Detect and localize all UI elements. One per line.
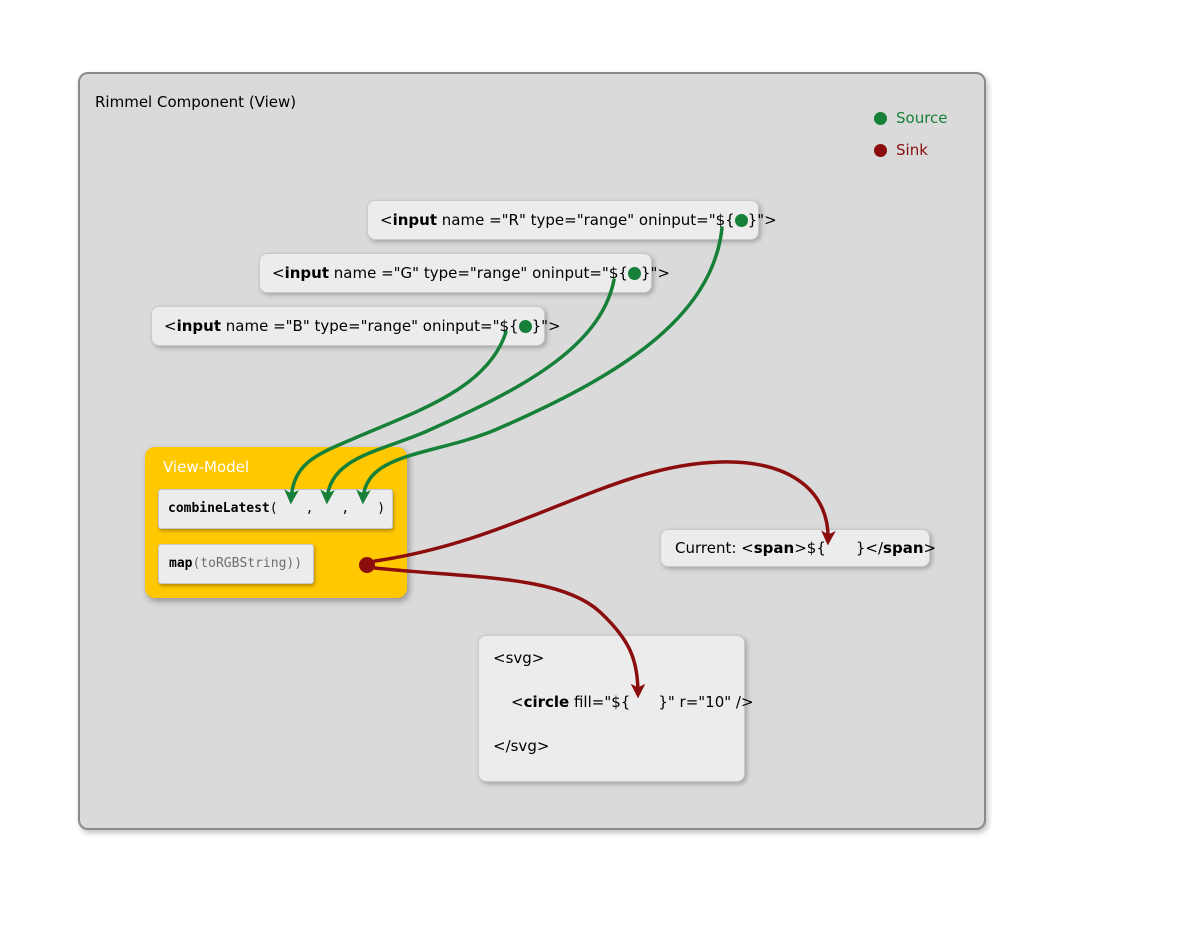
legend-sink-label: Sink [896, 141, 928, 159]
code-tag: span [753, 539, 795, 557]
legend: Source Sink [874, 109, 948, 174]
code-text: name ="R" type="range" oninput="${ [437, 211, 735, 229]
input-tag-r-box: <input name ="R" type="range" oninput="$… [367, 200, 777, 240]
code-text: >${ [794, 539, 826, 557]
sink-port-icon [359, 557, 375, 573]
code-tag: span [883, 539, 924, 557]
code-text: < [511, 693, 524, 711]
input-tag-b-box: <input name ="B" type="range" oninput="$… [151, 306, 561, 346]
source-port-g-icon [627, 267, 641, 280]
code-text: (toRGBString)) [192, 556, 303, 571]
code-fn: combineLatest [168, 501, 270, 516]
code-text: < [164, 317, 177, 335]
code-fn: map [169, 556, 193, 571]
code-text: name ="B" type="range" oninput="${ [221, 317, 519, 335]
frame-title: Rimmel Component (View) [95, 93, 297, 111]
svg-close-line: </svg> [493, 737, 550, 755]
code-text: , [341, 501, 350, 516]
circle-line: <circle fill="${ }" r="10" /> [511, 693, 754, 711]
code-text: name ="G" type="range" oninput="${ [329, 264, 628, 282]
view-model-box: View-Model combineLatest(,,) map(toRGBSt… [145, 447, 407, 598]
source-dot-icon [874, 111, 887, 125]
code-text: }"> [747, 211, 777, 229]
legend-source-row: Source [874, 109, 948, 127]
legend-source-label: Source [896, 109, 948, 127]
code-text: fill="${ [569, 693, 631, 711]
code-tag: input [176, 317, 221, 335]
input-tag-g-box: <input name ="G" type="range" oninput="$… [259, 253, 670, 293]
code-text: }</ [855, 539, 884, 557]
code-text: , [305, 501, 314, 516]
code-tag: circle [523, 693, 570, 711]
current-span-box: Current: <span>${}</span> [660, 529, 936, 567]
code-text: < [272, 264, 285, 282]
view-model-title: View-Model [163, 458, 250, 476]
code-tag: input [284, 264, 329, 282]
code-text: }" r="10" /> [658, 693, 754, 711]
source-port-r-icon [734, 214, 748, 227]
sink-dot-icon [874, 143, 887, 157]
code-tag: input [392, 211, 437, 229]
svg-open-line: <svg> [493, 649, 545, 667]
svg-code-box: <svg> <circle fill="${ }" r="10" /> </svg… [478, 635, 754, 782]
source-port-b-icon [518, 320, 532, 333]
combine-latest-box: combineLatest(,,) [158, 489, 393, 529]
code-text: > [923, 539, 937, 557]
code-text: }"> [531, 317, 561, 335]
legend-sink-row: Sink [874, 141, 948, 159]
map-box: map(toRGBString)) [158, 544, 314, 584]
code-text: ( [269, 501, 278, 516]
code-text: Current: < [675, 539, 754, 557]
code-text: < [380, 211, 393, 229]
code-text: }"> [640, 264, 670, 282]
code-text: ) [377, 501, 386, 516]
